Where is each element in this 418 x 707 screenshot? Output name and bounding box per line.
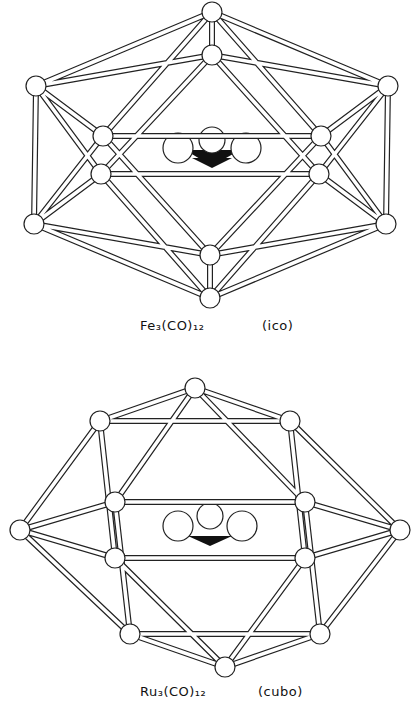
metal-triangle <box>188 536 232 546</box>
icosahedron <box>24 2 398 308</box>
formula-label: Fe₃(CO)₁₂ <box>140 318 204 333</box>
structure-label: (ico) <box>262 318 293 333</box>
structure-label: (cubo) <box>258 684 303 699</box>
cuboctahedron <box>10 378 410 677</box>
formula-label: Ru₃(CO)₁₂ <box>140 684 206 699</box>
